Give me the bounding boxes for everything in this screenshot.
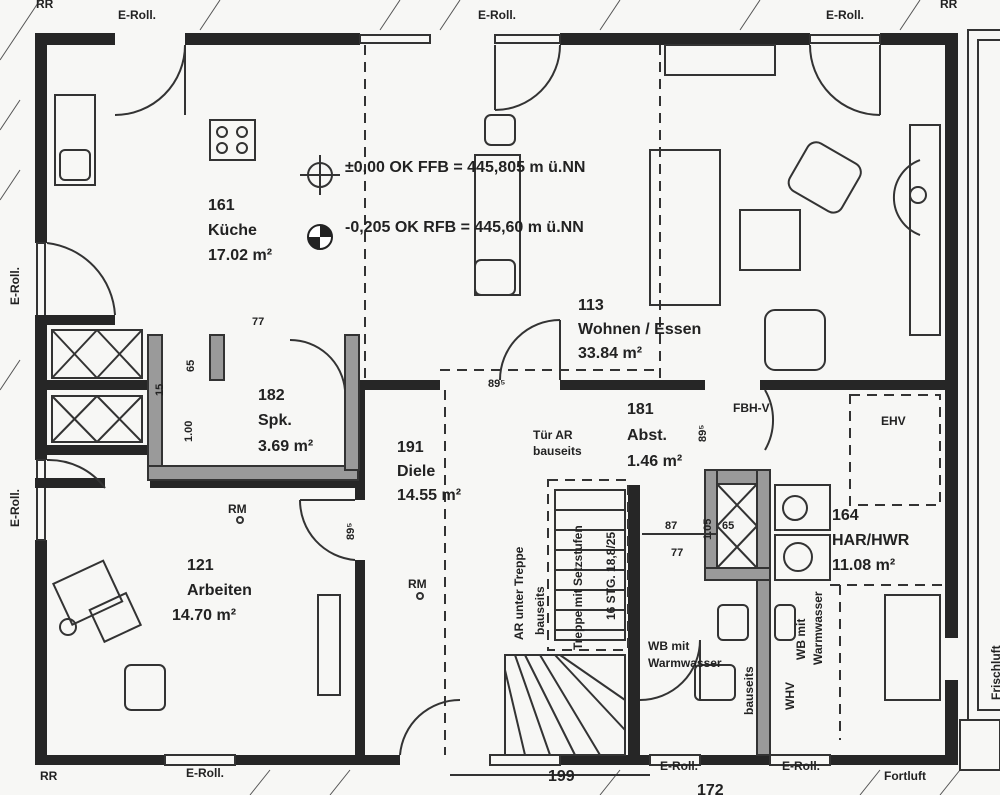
dim-100: 1.00 [183,421,195,442]
whv-label: WHV [783,682,797,710]
eroll-label: E-Roll. [8,267,22,305]
dim-15: 15 [154,384,166,396]
room-arbeiten-area: 14.70 m² [172,607,236,624]
room-diele-name: Diele [397,463,435,480]
dim-172: 172 [697,782,724,795]
level-ffb: ±0,00 OK FFB = 445,805 m ü.NN [345,159,585,176]
wb-warmwasser-label: Warmwasser [811,591,825,665]
rm-label: RM [228,502,247,516]
windows [36,34,881,766]
dim-105: 1.05 [702,519,714,540]
shutter-labels: E-Roll. E-Roll. E-Roll. E-Roll. E-Roll. … [8,0,958,783]
dim-87: 87 [665,520,677,532]
terrace-frame [967,29,1000,721]
terrace-step [959,719,1000,771]
room-kueche-name: Küche [208,222,257,239]
eroll-label: E-Roll. [478,8,516,22]
terrace-inner-frame [977,39,1000,711]
tuer-ar-bauseits-label: bauseits [533,444,582,458]
ar-unter-treppe-label: AR unter Treppe [512,546,526,640]
eroll-label: E-Roll. [826,8,864,22]
room-diele-area: 14.55 m² [397,487,461,504]
dim-199: 199 [548,768,575,785]
room-abst-number: 181 [627,401,654,418]
room-har-number: 164 [832,507,859,524]
fbhv-label: FBH-V [733,401,770,415]
furniture [51,44,941,711]
dim-895: 89⁵ [697,425,709,442]
rr-label: RR [40,769,58,783]
wb-warmwasser-label: Warmwasser [648,656,722,670]
dim-895: 89⁵ [345,523,357,540]
level-rfb: -0,205 OK RFB = 445,60 m ü.NN [345,219,584,236]
eroll-label: E-Roll. [8,489,22,527]
level-marker-ffb [300,155,340,195]
room-wohnen-number: 113 [578,297,604,314]
ehv-label: EHV [881,414,906,428]
room-spk-name: Spk. [258,412,292,429]
rr-label: RR [940,0,958,11]
room-wohnen-name: Wohnen / Essen [578,321,701,338]
annotations: RM RM FBH-V EHV Tür AR bauseits AR unter… [228,401,1000,783]
shafts [51,329,758,569]
dim-895: 89⁵ [488,378,505,390]
dim-77: 77 [252,316,264,328]
interior-walls [35,315,945,765]
eroll-label: E-Roll. [186,766,224,780]
level-marker-rfb [307,224,333,250]
room-wohnen-area: 33.84 m² [578,345,642,362]
door-swings [46,44,881,756]
room-abst-area: 1.46 m² [627,453,682,470]
dimension-labels: 77 65 15 1.00 89⁵ 89⁵ 89⁵ 87 77 1.05 65 … [154,316,734,795]
room-har-name: HAR/HWR [832,532,910,549]
room-kueche-number: 161 [208,197,235,214]
room-kueche-area: 17.02 m² [208,247,272,264]
rm-label: RM [408,577,427,591]
room-diele-number: 191 [397,439,424,456]
eroll-label: E-Roll. [660,759,698,773]
eroll-label: E-Roll. [118,8,156,22]
dim-65: 65 [185,360,197,372]
dim-65: 65 [722,520,734,532]
tuer-ar-label: Tür AR [533,428,573,442]
frischluft-label: Frischluft [989,645,1000,700]
room-arbeiten-number: 121 [187,557,214,574]
room-spk-area: 3.69 m² [258,438,313,455]
stair-steps-label: 16 STG. 18,8/25 [604,532,618,620]
exterior-hatching [0,0,961,795]
outer-walls [35,33,958,765]
room-spk-number: 182 [258,387,285,404]
stair-type-label: Treppe mit Setzstufen [571,525,585,650]
eroll-label: E-Roll. [782,759,820,773]
bauseits-label: bauseits [742,666,756,715]
rr-label: RR [36,0,54,11]
room-arbeiten-name: Arbeiten [187,582,252,599]
dim-77: 77 [671,547,683,559]
fortluft-label: Fortluft [884,769,926,783]
wb-label: WB mit [648,639,689,653]
dashed-outlines [364,45,945,755]
wb-label: WB mit [794,619,808,660]
ar-bauseits-label: bauseits [533,586,547,635]
room-har-area: 11.08 m² [832,557,895,574]
room-abst-name: Abst. [627,427,667,444]
staircase [504,489,626,756]
